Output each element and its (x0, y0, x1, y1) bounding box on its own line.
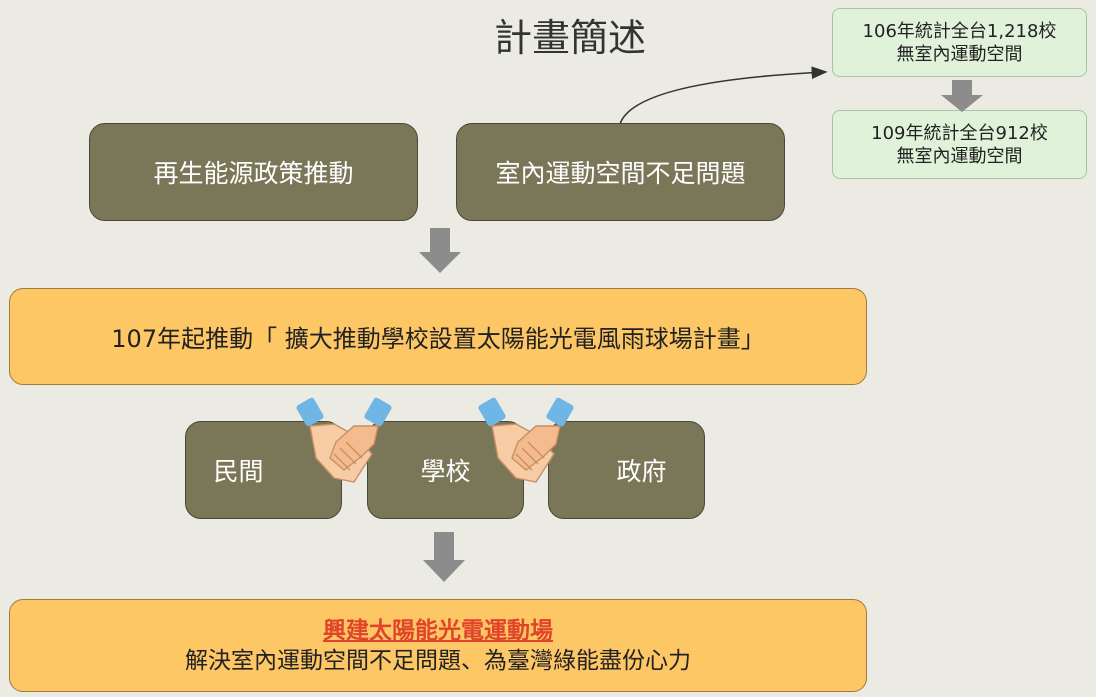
stat-box-106: 106年統計全台1,218校 無室內運動空間 (832, 8, 1087, 77)
stat-box-106-line1: 106年統計全台1,218校 (862, 20, 1057, 42)
driver-renewable-energy-label: 再生能源政策推動 (153, 159, 354, 188)
partner-school-label: 學校 (420, 457, 471, 486)
stat-down-arrow (941, 80, 983, 112)
handshake-icon (296, 397, 392, 483)
stat-box-109-line2: 無室內運動空間 (896, 145, 1023, 167)
result-title: 興建太陽能光電運動場 (323, 617, 553, 644)
partner-government: 政府 (548, 421, 705, 519)
driver-space-shortage: 室內運動空間不足問題 (456, 123, 785, 221)
program-banner-text: 107年起推動「 擴大推動學校設置太陽能光電風雨球場計畫」 (111, 325, 765, 353)
driver-renewable-energy: 再生能源政策推動 (89, 123, 418, 221)
stat-box-109-line1: 109年統計全台912校 (871, 122, 1048, 144)
stat-box-106-line2: 無室內運動空間 (896, 43, 1023, 65)
result-subtitle: 解決室內運動空間不足問題、為臺灣綠能盡份心力 (185, 647, 691, 674)
down-arrow-1 (419, 228, 461, 273)
curved-arrow (619, 66, 828, 125)
result-box: 興建太陽能光電運動場 解決室內運動空間不足問題、為臺灣綠能盡份心力 (9, 599, 867, 692)
handshake-icon (478, 397, 574, 483)
partner-private-label: 民間 (213, 457, 264, 486)
stat-box-109: 109年統計全台912校 無室內運動空間 (832, 110, 1087, 179)
program-banner: 107年起推動「 擴大推動學校設置太陽能光電風雨球場計畫」 (9, 288, 867, 385)
partner-government-label: 政府 (616, 457, 667, 486)
page-title: 計畫簡述 (493, 15, 646, 60)
down-arrow-2 (423, 532, 465, 582)
driver-space-shortage-label: 室內運動空間不足問題 (495, 159, 746, 188)
